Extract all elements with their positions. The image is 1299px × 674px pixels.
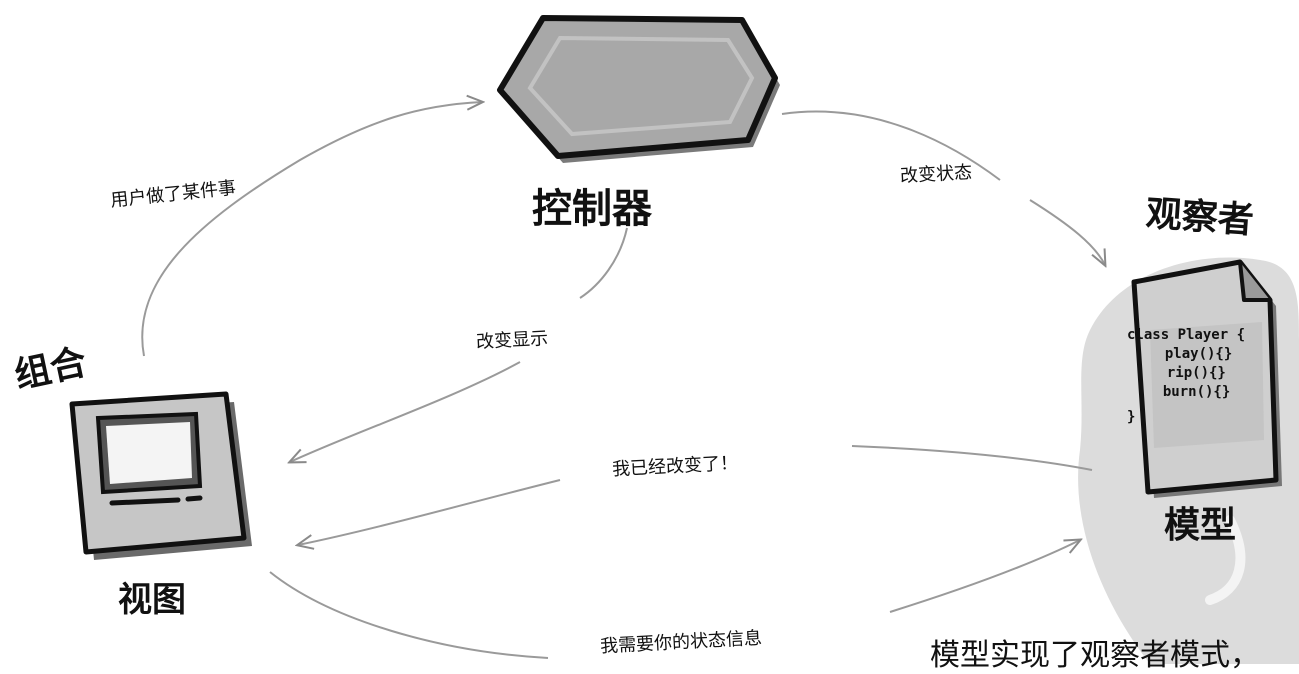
model-label: 模型 bbox=[1164, 505, 1237, 546]
view-icon bbox=[69, 391, 252, 560]
caption-text: 模型实现了观察者模式， bbox=[930, 638, 1260, 673]
arrow-view-to-controller bbox=[141, 102, 482, 357]
view-label: 视图 bbox=[118, 580, 186, 620]
model-code-line-2: play(){} bbox=[1148, 346, 1233, 362]
arrow-view-to-model-request bbox=[889, 540, 1080, 613]
observer-label: 观察者 bbox=[1144, 193, 1256, 242]
arrow-controller-to-view bbox=[290, 227, 628, 462]
change-state-annotation: 改变状态 bbox=[899, 162, 973, 187]
arrow-model-to-view-notify bbox=[298, 479, 561, 545]
model-document-icon bbox=[1131, 259, 1282, 498]
model-code-line-4: burn(){} bbox=[1146, 384, 1231, 400]
line-view-to-model-request bbox=[269, 571, 549, 659]
model-code-line-3: rip(){} bbox=[1150, 365, 1226, 381]
controller-icon bbox=[497, 15, 780, 163]
model-code-line-1: class Player { bbox=[1127, 327, 1246, 343]
controller-label: 控制器 bbox=[532, 186, 652, 232]
line-model-to-view-notify bbox=[851, 445, 1093, 471]
model-code-line-5: } bbox=[1127, 409, 1136, 425]
arrow-controller-to-model bbox=[781, 110, 1105, 265]
change-display-annotation: 改变显示 bbox=[475, 328, 549, 353]
